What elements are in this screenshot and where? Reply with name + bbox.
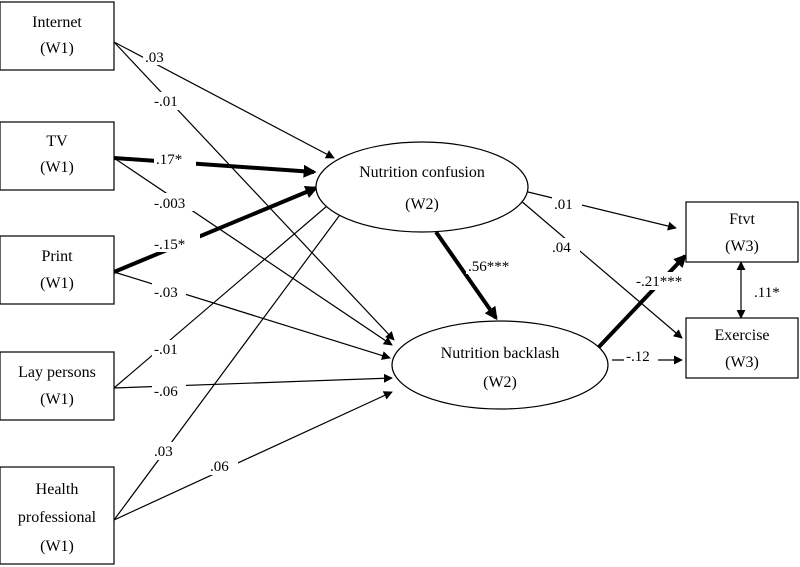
coef-lay-backlash: -.06 bbox=[154, 384, 178, 400]
node-nutrition-backlash-label: Nutrition backlash bbox=[441, 345, 560, 362]
path-confusion-ftvt bbox=[527, 191, 677, 231]
coef-internet-confusion: .03 bbox=[145, 50, 164, 66]
node-health-professional-wave: (W1) bbox=[40, 538, 74, 555]
path-print-confusion bbox=[113, 185, 319, 274]
node-nutrition-backlash: Nutrition backlash (W2) bbox=[391, 320, 609, 410]
coef-tv-confusion: .17* bbox=[156, 152, 182, 168]
node-health-professional: Health professional (W1) bbox=[0, 466, 115, 565]
node-lay-persons-wave: (W1) bbox=[40, 391, 74, 408]
node-print-label: Print bbox=[41, 248, 73, 265]
path-health-backlash bbox=[113, 391, 393, 521]
coef-labels: .03 -.01 .17* -.003 -.15* -.03 -.01 -.06… bbox=[143, 47, 792, 475]
coef-print-backlash: -.03 bbox=[154, 285, 178, 301]
node-health-professional-label-1: Health bbox=[36, 481, 79, 498]
node-exercise-wave: (W3) bbox=[725, 354, 759, 371]
node-ftvt-wave: (W3) bbox=[725, 238, 759, 255]
node-nutrition-backlash-wave: (W2) bbox=[483, 374, 517, 391]
path-confusion-exercise bbox=[519, 199, 683, 339]
node-nutrition-confusion-wave: (W2) bbox=[405, 196, 439, 213]
coef-print-confusion: -.15* bbox=[154, 237, 185, 253]
coef-confusion-backlash: .56*** bbox=[468, 259, 509, 275]
coef-tv-backlash: -.003 bbox=[154, 196, 185, 212]
node-internet-wave: (W1) bbox=[40, 40, 74, 57]
node-exercise: Exercise (W3) bbox=[685, 317, 799, 379]
node-nutrition-confusion: Nutrition confusion (W2) bbox=[315, 141, 529, 233]
node-nutrition-confusion-label: Nutrition confusion bbox=[359, 164, 485, 181]
node-exercise-label: Exercise bbox=[714, 327, 769, 344]
node-health-professional-label-2: professional bbox=[18, 509, 97, 526]
node-lay-persons: Lay persons (W1) bbox=[0, 351, 115, 421]
coef-confusion-ftvt: .01 bbox=[554, 197, 573, 213]
node-ftvt-label: Ftvt bbox=[729, 211, 755, 228]
node-print-wave: (W1) bbox=[40, 275, 74, 292]
node-tv-wave: (W1) bbox=[40, 159, 74, 176]
coef-confusion-exercise: .04 bbox=[552, 240, 571, 256]
coef-lay-confusion: -.01 bbox=[154, 342, 178, 358]
coef-ftvt-exercise: .11* bbox=[754, 285, 780, 301]
coef-health-backlash: .06 bbox=[210, 459, 229, 475]
node-internet-label: Internet bbox=[32, 14, 82, 31]
path-backlash-ftvt bbox=[594, 254, 687, 352]
node-tv: TV (W1) bbox=[0, 121, 115, 191]
coef-internet-backlash: -.01 bbox=[154, 94, 178, 110]
node-tv-label: TV bbox=[46, 133, 68, 150]
path-tv-confusion bbox=[113, 156, 317, 178]
path-tv-backlash bbox=[113, 157, 393, 346]
path-confusion-backlash bbox=[434, 230, 498, 321]
path-internet-backlash bbox=[113, 41, 395, 341]
node-lay-persons-label: Lay persons bbox=[18, 364, 96, 381]
path-health-confusion bbox=[113, 207, 346, 521]
node-print: Print (W1) bbox=[0, 235, 115, 305]
node-ftvt: Ftvt (W3) bbox=[685, 201, 799, 263]
coef-backlash-ftvt: -.21*** bbox=[636, 274, 682, 290]
coef-backlash-exercise: -.12 bbox=[626, 349, 650, 365]
path-lay-confusion bbox=[113, 199, 335, 389]
coef-health-confusion: .03 bbox=[154, 444, 173, 460]
node-internet: Internet (W1) bbox=[0, 1, 115, 71]
